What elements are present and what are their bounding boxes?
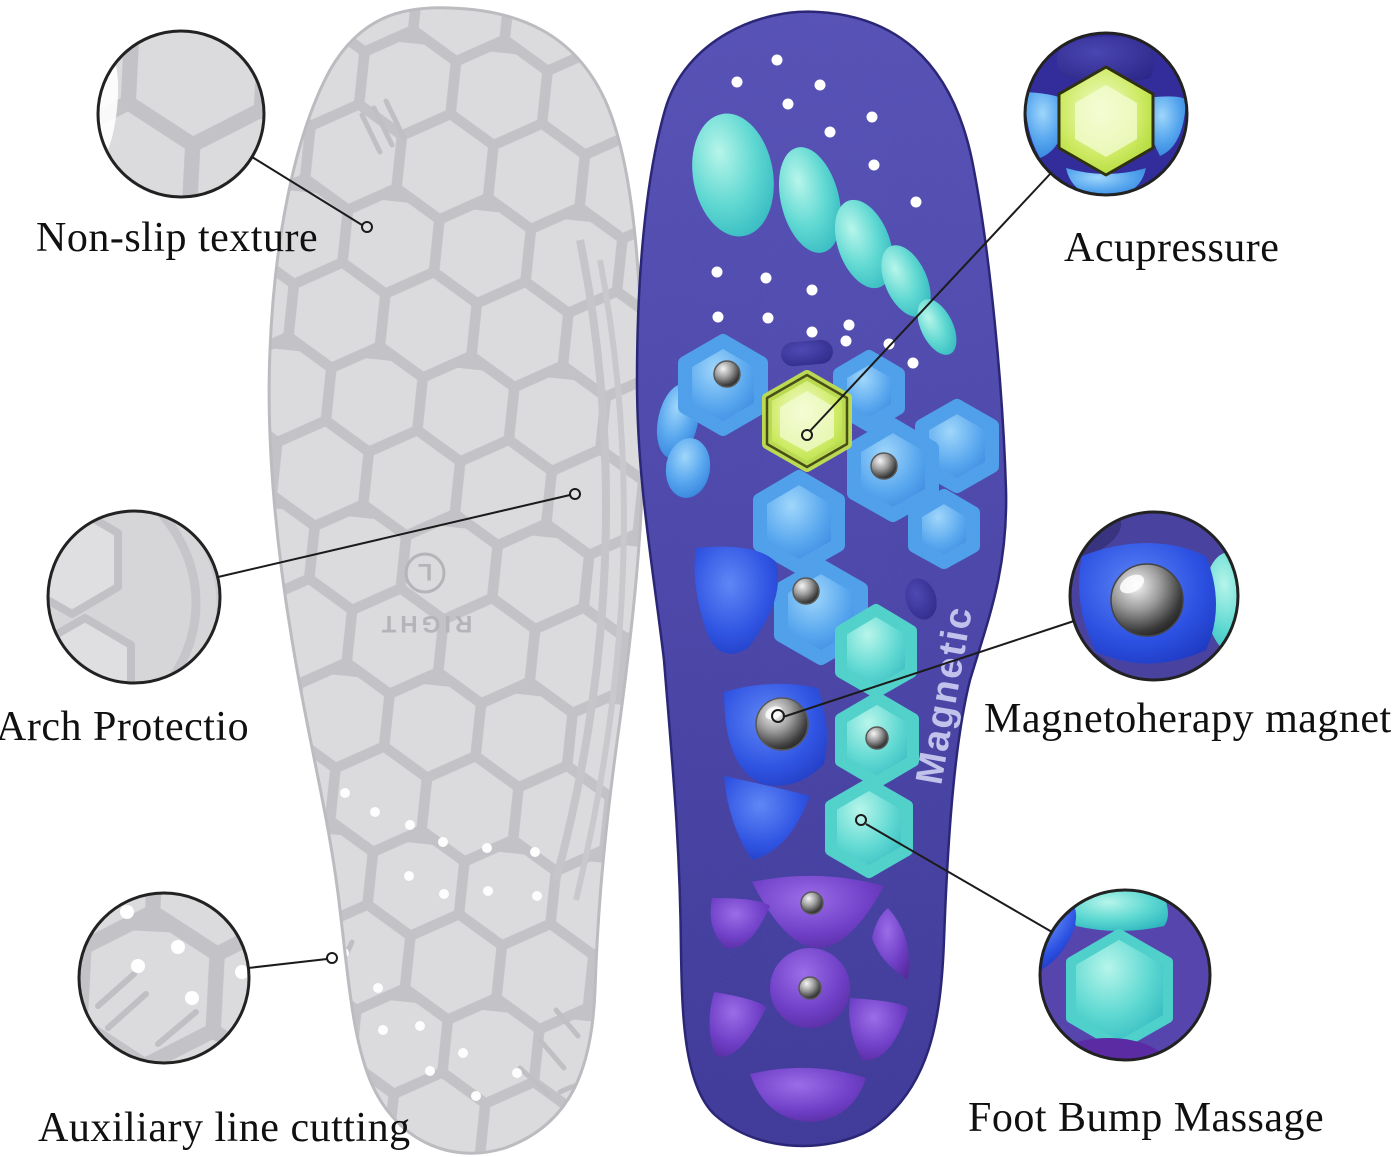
- arch-groove-line: [552, 239, 611, 882]
- magnifier-circle: [96, 29, 266, 199]
- leader-marker: [326, 952, 338, 964]
- magnifier-circle: [46, 509, 222, 685]
- leader-marker: [361, 221, 373, 233]
- arch-groove-line: [573, 259, 627, 901]
- magnifier-circle: [1023, 31, 1189, 197]
- callout-acupressure: [1023, 31, 1189, 197]
- fabric-noise: [637, 11, 1007, 1146]
- magnifier-circle: [77, 891, 251, 1065]
- leader-line-acupressure: [809, 172, 1052, 432]
- callout-magnet: [1068, 510, 1240, 682]
- leader-line-magnet: [782, 620, 1075, 718]
- magnifier-circle: [1038, 888, 1212, 1062]
- leader-line-foot-bump: [865, 823, 1053, 933]
- size-letter: L: [418, 558, 433, 585]
- leader-line-auxiliary: [247, 958, 328, 969]
- gray-sole-bottom-view: RIGHT L: [267, 6, 646, 1155]
- label-magnet: Magnetoherapy magnet: [984, 696, 1392, 742]
- size-letter-circle: [404, 552, 446, 594]
- vent-holes: [339, 788, 542, 1101]
- magnifier-circle: [1068, 510, 1240, 682]
- side-text: RIGHT: [378, 610, 473, 637]
- leader-marker: [801, 429, 813, 441]
- callout-foot-bump: [1038, 888, 1212, 1062]
- leader-lines: [217, 156, 1075, 969]
- leader-marker: [569, 488, 581, 500]
- blue-insole-top-view: Magnetic: [635, 10, 1008, 1148]
- size-marking: RIGHT L: [378, 552, 473, 637]
- callout-auxiliary-cut: [77, 891, 251, 1065]
- label-acupressure: Acupressure: [1064, 225, 1280, 271]
- label-auxiliary-cut: Auxiliary line cutting: [38, 1105, 411, 1151]
- leader-marker: [771, 709, 785, 723]
- blue-insole-outline: [635, 10, 1008, 1148]
- label-non-slip-texture: Non-slip texture: [36, 215, 319, 261]
- leader-line-non-slip: [251, 156, 363, 226]
- callout-non-slip-texture: [96, 29, 266, 199]
- label-arch-protection: Arch Protectio: [0, 704, 250, 750]
- callout-arch-protection: [46, 509, 222, 685]
- leader-line-arch: [217, 494, 571, 578]
- leader-marker: [855, 814, 867, 826]
- label-foot-bump: Foot Bump Massage: [968, 1095, 1325, 1141]
